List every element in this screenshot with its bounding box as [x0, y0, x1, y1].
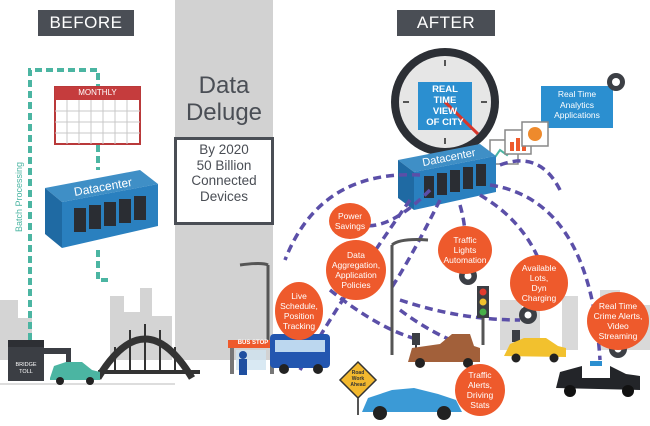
road-sign-label: Road Work Ahead — [350, 370, 366, 388]
person-icon — [239, 351, 247, 375]
bubble-power-savings: Power Savings — [329, 203, 371, 239]
batch-processing-label: Batch Processing — [14, 161, 24, 233]
streetlight-center — [390, 238, 429, 355]
bubble-traffic-lights: Traffic Lights Automation — [438, 226, 492, 274]
monthly-calendar — [54, 86, 141, 145]
calendar-label: MONTHLY — [78, 88, 117, 97]
stat-box: By 2020 50 Billion Connected Devices — [174, 137, 274, 225]
toll-label: BRIDGE TOLL — [15, 362, 37, 375]
bubble-traffic-alerts-text: Traffic Alerts, Driving Stats — [466, 370, 494, 410]
clock-label: REAL TIME VIEW OF CITY — [426, 84, 464, 128]
before-banner: BEFORE — [38, 10, 134, 36]
bubble-power-savings-text: Power Savings — [334, 211, 366, 231]
real-time-clock — [391, 48, 499, 156]
datacenter-left — [45, 170, 158, 248]
road-work-sign — [338, 360, 378, 415]
bubble-available-lots: Available Lots, Dyn Charging — [510, 255, 568, 311]
bubble-live-schedule: Live Schedule, Position Tracking — [275, 282, 323, 340]
analytics-label: Real Time Analytics Applications — [554, 89, 600, 120]
bubble-live-schedule-text: Live Schedule, Position Tracking — [280, 291, 318, 331]
bus — [270, 334, 330, 374]
bus-stop-label: BUS STOP — [237, 340, 269, 346]
streetlight-left — [239, 262, 270, 340]
bubble-available-lots-text: Available Lots, Dyn Charging — [521, 263, 557, 303]
after-banner: AFTER — [397, 10, 495, 36]
datacenter-right — [398, 144, 496, 210]
analytics-app — [489, 73, 625, 165]
bubble-data-aggregation-text: Data Aggregation, Application Policies — [331, 250, 381, 290]
car-left — [50, 362, 100, 385]
data-deluge-title: Data Deluge — [185, 72, 263, 126]
bubble-data-aggregation: Data Aggregation, Application Policies — [326, 240, 386, 300]
yellow-car — [504, 338, 566, 363]
ground — [0, 360, 650, 426]
traffic-light — [477, 286, 489, 345]
batch-processing-path — [28, 68, 110, 340]
blue-car — [362, 388, 462, 420]
bubble-crime-alerts-text: Real Time Crime Alerts, Video Streaming — [593, 301, 643, 341]
bubble-crime-alerts: Real Time Crime Alerts, Video Streaming — [587, 292, 649, 350]
arch-bridge — [95, 324, 200, 380]
bubble-traffic-lights-text: Traffic Lights Automation — [443, 235, 487, 265]
police-car — [556, 361, 640, 397]
bubble-traffic-alerts: Traffic Alerts, Driving Stats — [455, 364, 505, 416]
